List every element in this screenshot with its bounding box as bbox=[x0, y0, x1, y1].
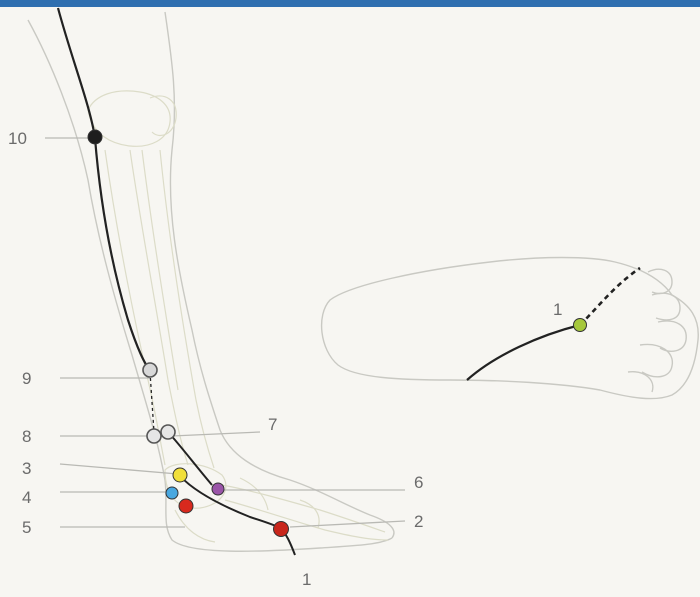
point-p8 bbox=[147, 429, 161, 443]
sole-label-1: 1 bbox=[553, 300, 562, 319]
point-p5 bbox=[179, 499, 193, 513]
label-10: 10 bbox=[8, 129, 27, 148]
point-p2 bbox=[274, 522, 289, 537]
label-8: 8 bbox=[22, 427, 31, 446]
point-p10 bbox=[88, 130, 102, 144]
label-7: 7 bbox=[268, 415, 277, 434]
leg-bones bbox=[88, 91, 388, 542]
acupoints bbox=[88, 130, 587, 537]
leader-lines bbox=[45, 138, 405, 527]
label-4: 4 bbox=[22, 488, 31, 507]
point-sole_p1 bbox=[574, 319, 587, 332]
label-5: 5 bbox=[22, 518, 31, 537]
point-p3 bbox=[173, 468, 187, 482]
label-3: 3 bbox=[22, 459, 31, 478]
label-9: 9 bbox=[22, 369, 31, 388]
point-p6 bbox=[212, 483, 224, 495]
label-6: 6 bbox=[414, 473, 423, 492]
label-1: 1 bbox=[302, 570, 311, 589]
foot-sole bbox=[322, 258, 699, 399]
sole-meridian bbox=[467, 268, 640, 380]
point-p4 bbox=[166, 487, 178, 499]
point-p7 bbox=[161, 425, 175, 439]
point-p9 bbox=[143, 363, 157, 377]
label-2: 2 bbox=[414, 512, 423, 531]
